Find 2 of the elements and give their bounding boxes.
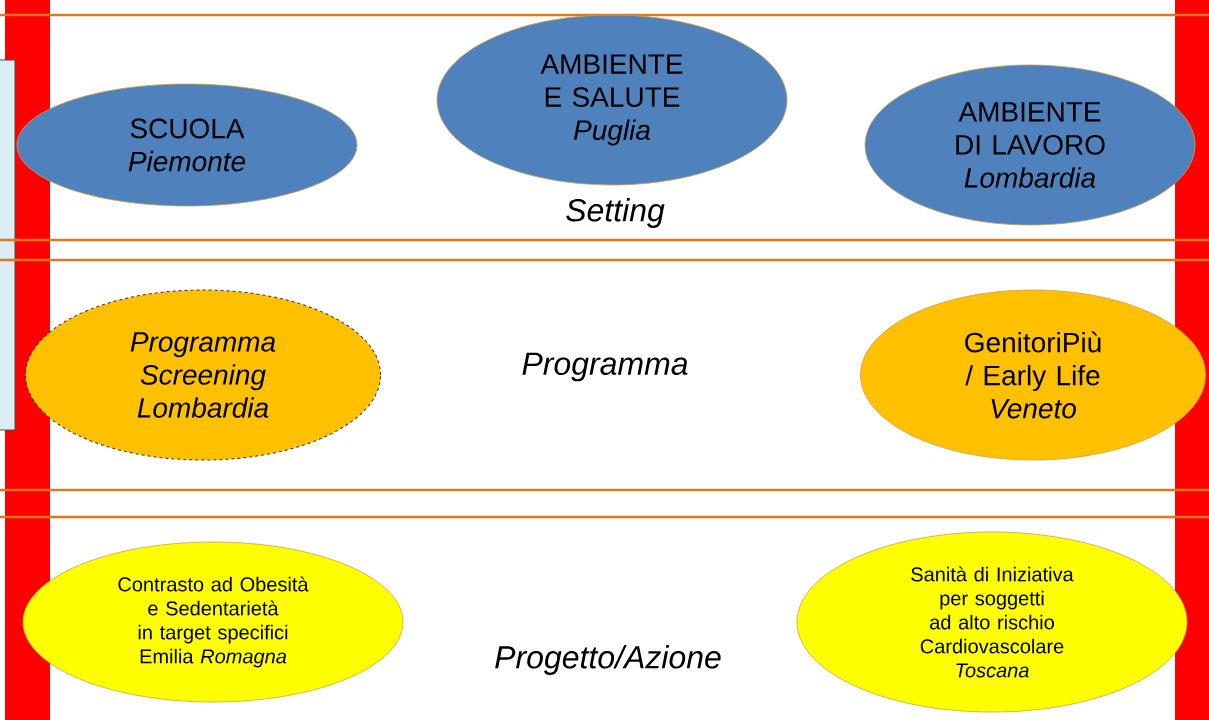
band-label: Progetto/Azione [495,645,721,675]
band-label: Programma [522,352,688,382]
